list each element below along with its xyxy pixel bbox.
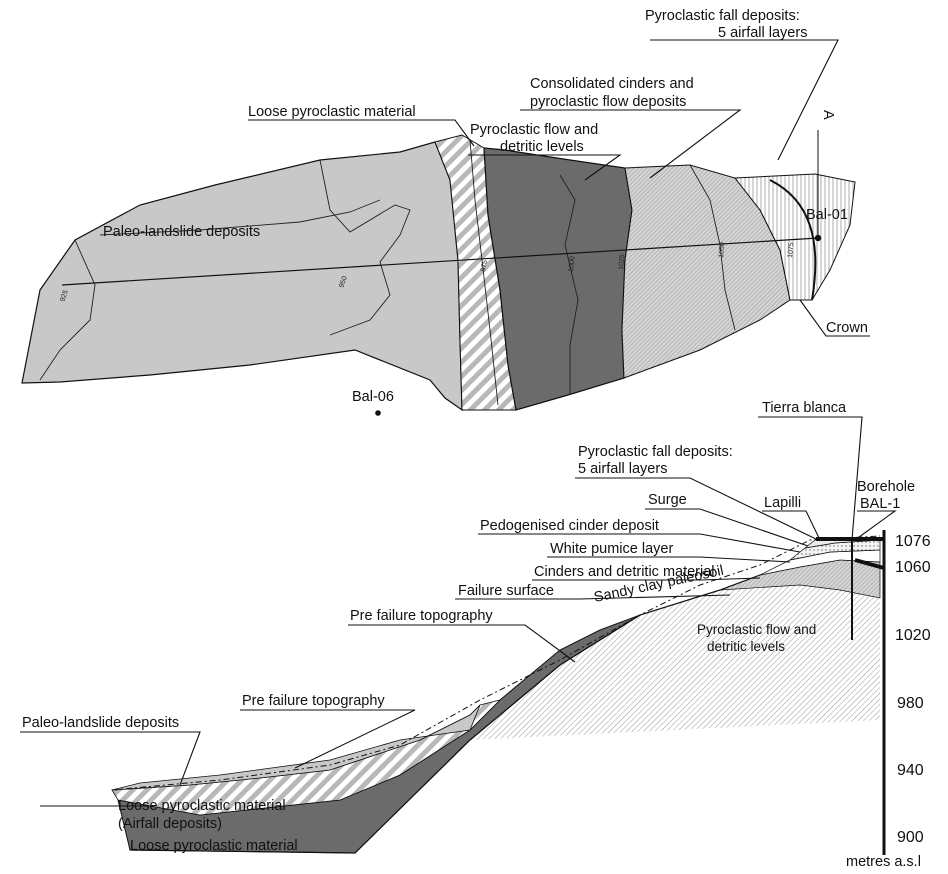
label-loose-airfall-2: (Airfall deposits) <box>118 816 222 832</box>
label-flow-1: Pyroclastic flow and <box>470 122 598 138</box>
axis-tick: 940 <box>897 762 924 779</box>
label-fall-deposits-1: Pyroclastic fall deposits: <box>645 8 800 24</box>
label-loose: Loose pyroclastic material <box>248 104 416 120</box>
label-lapilli: Lapilli <box>764 495 801 511</box>
leader-lapilli <box>762 511 820 540</box>
axis-tick: 1060 <box>895 559 931 576</box>
axis-tick: 1076 <box>895 533 931 550</box>
label-pedogenised: Pedogenised cinder deposit <box>480 518 659 534</box>
label-bal06: Bal-06 <box>352 389 394 405</box>
pyroclastic-flow-unit <box>470 585 880 740</box>
label-pyro-flow-1: Pyroclastic flow and <box>697 622 816 637</box>
label-paleo: Paleo-landslide deposits <box>103 224 260 240</box>
label-fall-section-1: Pyroclastic fall deposits: <box>578 444 733 460</box>
label-pyro-flow-2: detritic levels <box>707 639 785 654</box>
section-marker-label: A <box>820 110 836 120</box>
contour-label: 1050 <box>718 242 726 258</box>
contour-label: 1075 <box>787 242 795 258</box>
label-loose-bottom: Loose pyroclastic material <box>130 838 298 854</box>
contour-label: 1000 <box>568 256 576 272</box>
label-fall-section-2: 5 airfall layers <box>578 461 667 477</box>
leader-paleo-section <box>20 732 200 785</box>
leader-white-pumice <box>547 557 790 562</box>
label-white-pumice: White pumice layer <box>550 541 673 557</box>
leader-borehole <box>855 511 895 540</box>
label-fall-deposits-2: 5 airfall layers <box>718 25 807 41</box>
label-pre-failure-1: Pre failure topography <box>350 608 493 624</box>
label-flow-2: detritic levels <box>500 139 584 155</box>
axis-tick: 1020 <box>895 627 931 644</box>
axis-tick: 980 <box>897 695 924 712</box>
plan-view-map: A 925 950 975 1000 1025 1050 1075 Pyrocl… <box>22 8 870 416</box>
label-failure-surface: Failure surface <box>458 583 554 599</box>
label-borehole-1: Borehole <box>857 479 915 495</box>
cross-section: Tierra blanca Pyroclastic fall deposits:… <box>20 400 931 870</box>
label-tierra-blanca: Tierra blanca <box>762 400 847 416</box>
axis-tick: 900 <box>897 829 924 846</box>
label-borehole-2: BAL-1 <box>860 496 900 512</box>
leader-pre-failure-1 <box>348 625 575 662</box>
label-consolidated-1: Consolidated cinders and <box>530 76 694 92</box>
label-paleo-section: Paleo-landslide deposits <box>22 715 179 731</box>
leader-tierra-blanca <box>758 417 862 540</box>
label-pre-failure-2: Pre failure topography <box>242 693 385 709</box>
label-surge: Surge <box>648 492 687 508</box>
label-bal01: Bal-01 <box>806 207 848 223</box>
bal06-point <box>375 410 381 416</box>
label-loose-airfall-1: Loose pyroclastic material <box>118 798 286 814</box>
paleo-landslide-zone <box>22 142 462 410</box>
contour-label: 1025 <box>618 254 626 270</box>
label-consolidated-2: pyroclastic flow deposits <box>530 94 686 110</box>
label-crown: Crown <box>826 320 868 336</box>
axis-unit: metres a.s.l <box>846 854 921 870</box>
